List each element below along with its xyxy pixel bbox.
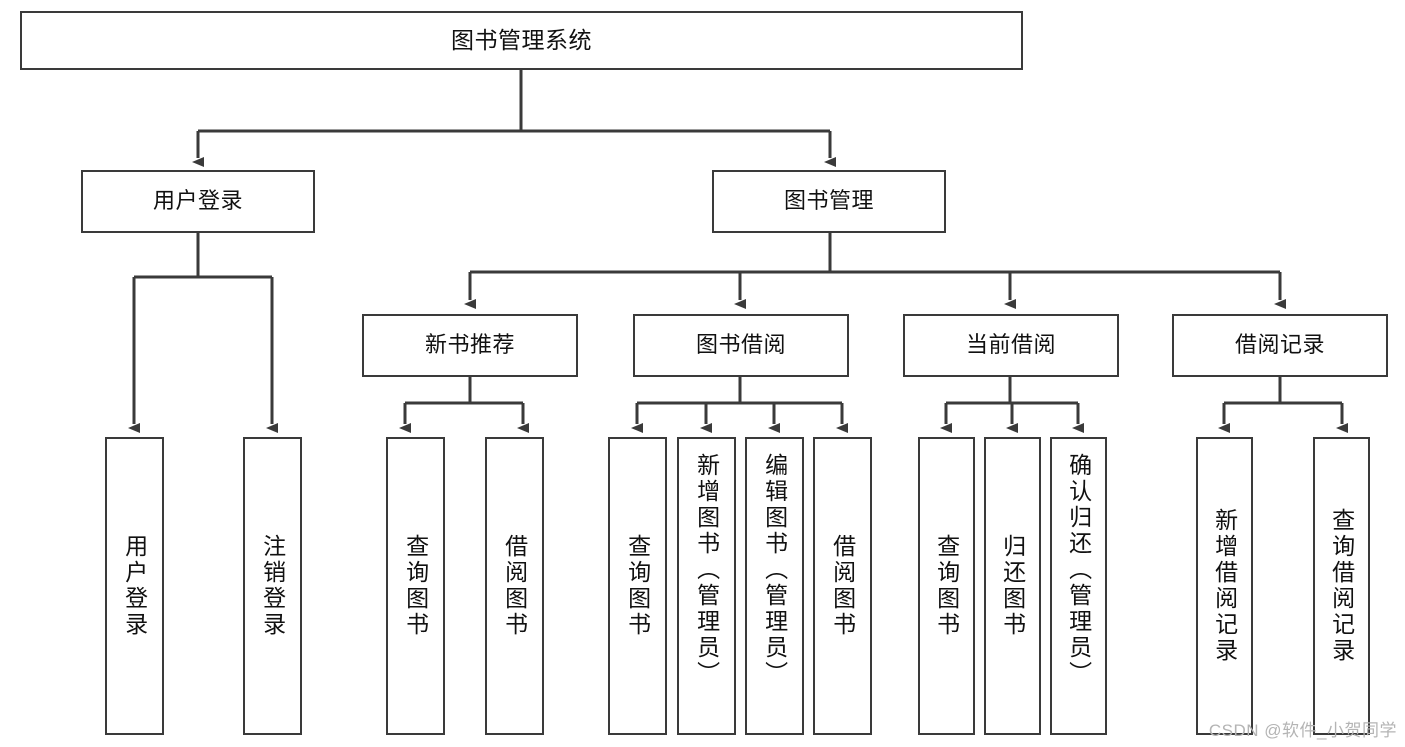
- node-book-management[interactable]: 图书管理: [712, 170, 946, 233]
- leaf-logout-login[interactable]: 注销登录: [243, 437, 302, 735]
- node-label: 归还图书: [999, 534, 1026, 638]
- leaf-edit-book-admin[interactable]: 编辑图书（管理员）: [745, 437, 804, 735]
- node-label: 新增借阅记录: [1211, 508, 1238, 664]
- leaf-query-book-current[interactable]: 查询图书: [918, 437, 975, 735]
- leaf-return-book[interactable]: 归还图书: [984, 437, 1041, 735]
- leaf-add-borrow-record[interactable]: 新增借阅记录: [1196, 437, 1253, 735]
- node-label: 图书管理系统: [451, 26, 592, 53]
- leaf-query-book-recommend[interactable]: 查询图书: [386, 437, 445, 735]
- node-label: 借阅记录: [1234, 332, 1325, 358]
- node-label: 查询借阅记录: [1328, 508, 1355, 664]
- node-label: 用户登录: [152, 188, 243, 214]
- node-root-book-management-system[interactable]: 图书管理系统: [20, 11, 1023, 70]
- node-label: 图书管理: [783, 188, 874, 214]
- node-label: 新增图书（管理员）: [693, 453, 720, 687]
- leaf-user-login[interactable]: 用户登录: [105, 437, 164, 735]
- leaf-borrow-book-recommend[interactable]: 借阅图书: [485, 437, 544, 735]
- node-current-borrow[interactable]: 当前借阅: [903, 314, 1119, 377]
- watermark-text: CSDN @软件_小贺同学: [1208, 721, 1397, 740]
- node-label: 借阅图书: [501, 534, 528, 638]
- node-label: 借阅图书: [829, 534, 856, 638]
- node-label: 注销登录: [259, 534, 286, 638]
- leaf-confirm-return-admin[interactable]: 确认归还（管理员）: [1050, 437, 1107, 735]
- node-user-login[interactable]: 用户登录: [81, 170, 315, 233]
- node-book-borrow[interactable]: 图书借阅: [633, 314, 849, 377]
- leaf-borrow-book[interactable]: 借阅图书: [813, 437, 872, 735]
- node-label: 查询图书: [402, 534, 429, 638]
- node-label: 确认归还（管理员）: [1065, 453, 1092, 687]
- node-label: 用户登录: [121, 534, 148, 638]
- node-label: 查询图书: [933, 534, 960, 638]
- node-label: 查询图书: [624, 534, 651, 638]
- leaf-add-book-admin[interactable]: 新增图书（管理员）: [677, 437, 736, 735]
- node-label: 当前借阅: [965, 332, 1056, 358]
- node-new-book-recommend[interactable]: 新书推荐: [362, 314, 578, 377]
- node-label: 图书借阅: [695, 332, 786, 358]
- leaf-query-book-borrow[interactable]: 查询图书: [608, 437, 667, 735]
- node-label: 新书推荐: [424, 332, 515, 358]
- leaf-query-borrow-record[interactable]: 查询借阅记录: [1313, 437, 1370, 735]
- node-borrow-record[interactable]: 借阅记录: [1172, 314, 1388, 377]
- node-label: 编辑图书（管理员）: [761, 453, 788, 687]
